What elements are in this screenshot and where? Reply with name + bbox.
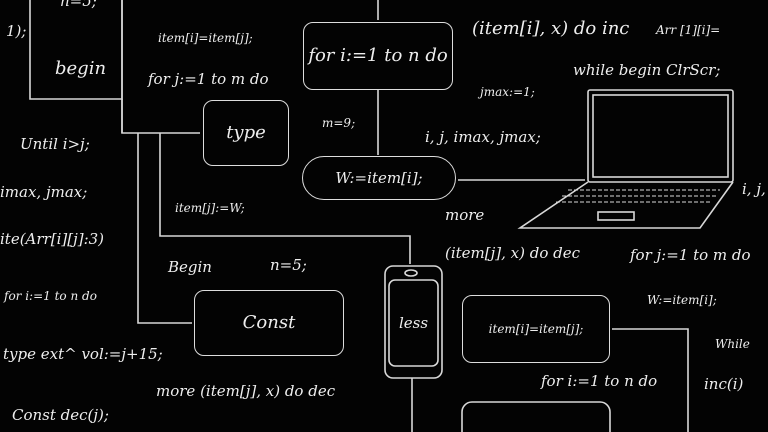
phone-screen: less <box>389 280 438 366</box>
const-box: Const <box>194 290 344 356</box>
connector-to-const <box>137 133 192 324</box>
code-text: ite(Arr[i][j]:3) <box>0 230 105 248</box>
code-text: inc(i) <box>704 375 744 393</box>
code-text: i, j, <box>742 180 766 198</box>
connector-right-to-item <box>612 328 689 432</box>
code-text: for j:=1 to m do <box>630 246 751 264</box>
for-loop-box-label: for i:=1 to n do <box>308 45 448 66</box>
code-text: for j:=1 to m do <box>148 70 269 88</box>
connector-begin-to-loop <box>121 99 200 134</box>
code-text: imax, jmax; <box>0 183 88 201</box>
code-text: (item[i], x) do inc <box>472 18 630 39</box>
assign-w-box: W:=item[i]; <box>302 156 456 200</box>
code-text: Until i>j; <box>20 135 90 153</box>
code-text: begin <box>55 58 107 79</box>
code-text: more (item[j], x) do dec <box>156 382 336 400</box>
code-text: for i:=1 to n do <box>541 372 658 390</box>
less-label: less <box>398 313 429 332</box>
item-assign-box-label: item[i]=item[j]; <box>488 322 584 336</box>
code-text: type ext^ vol:=j+15; <box>3 345 163 363</box>
code-text: item[j]:=W; <box>175 201 245 215</box>
const-box-label: Const <box>242 312 296 333</box>
code-text: While <box>715 337 750 351</box>
assign-w-box-label: W:=item[i]; <box>335 168 423 187</box>
code-text: Const dec(j); <box>12 406 109 424</box>
code-text: (item[j], x) do dec <box>445 244 581 262</box>
phone-icon <box>384 265 443 379</box>
code-text: more <box>445 206 485 224</box>
code-text: item[i]=item[j]; <box>158 31 253 45</box>
item-assign-box: item[i]=item[j]; <box>462 295 610 363</box>
type-box: type <box>203 100 289 166</box>
bottom-box-outline <box>461 401 611 432</box>
code-text: Arr [1][i]= <box>656 23 721 37</box>
code-text: i, j, imax, jmax; <box>425 128 541 146</box>
code-text: jmax:=1; <box>480 85 535 99</box>
code-text: W:=item[i]; <box>647 293 717 307</box>
type-box-label: type <box>226 122 266 143</box>
laptop-icon <box>517 89 734 229</box>
code-text: n=5; <box>270 256 307 274</box>
for-loop-box: for i:=1 to n do <box>303 22 453 90</box>
code-text: for i:=1 to n do <box>4 289 97 303</box>
connector-to-less <box>159 133 411 264</box>
code-text: 1); <box>6 22 27 40</box>
code-text: m=9; <box>322 116 356 130</box>
code-text: n=5; <box>60 0 97 10</box>
code-text: while begin ClrScr; <box>573 61 721 79</box>
code-text: Begin <box>168 258 212 276</box>
left-box-outline <box>29 0 123 100</box>
